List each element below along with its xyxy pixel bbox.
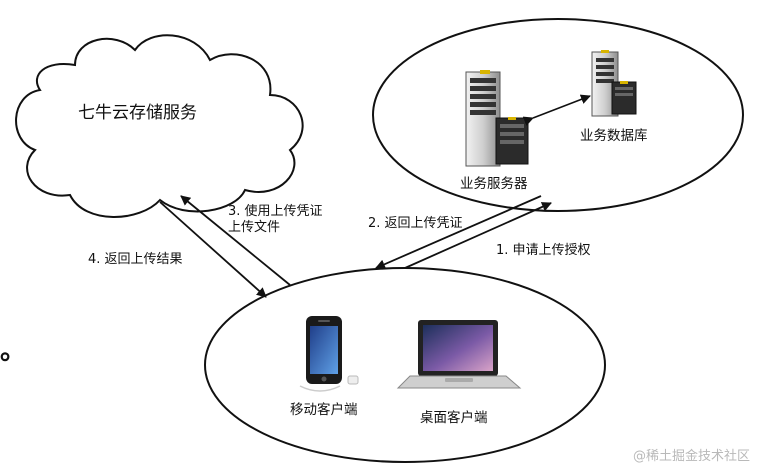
server-icon: [465, 70, 529, 167]
cloud-shape: [15, 34, 304, 218]
laptop-icon: [396, 320, 522, 389]
arrow-return-token: [375, 195, 542, 269]
server-db-link: [522, 94, 591, 126]
database-icon: [591, 50, 637, 117]
edge-label-request-auth: 1. 申请上传授权: [496, 243, 591, 258]
arrow-upload-file: [180, 195, 291, 286]
phone-icon: [299, 316, 359, 392]
watermark: @稀土掘金技术社区: [632, 449, 750, 464]
business-server-label: 业务服务器: [460, 176, 528, 192]
edge-label-return-token: 2. 返回上传凭证: [368, 216, 463, 231]
arrow-return-result: [159, 201, 267, 298]
business-db-label: 业务数据库: [580, 128, 648, 144]
desktop-client-label: 桌面客户端: [420, 410, 488, 426]
cloud-label: 七牛云存储服务: [78, 103, 197, 123]
stray-glyph: 。: [0, 336, 27, 366]
edge-label-upload-line1: 3. 使用上传凭证: [228, 204, 323, 219]
arrow-request-auth: [404, 202, 552, 269]
mobile-client-label: 移动客户端: [290, 402, 358, 418]
edge-label-upload-line2: 上传文件: [228, 220, 281, 235]
edge-label-return-result: 4. 返回上传结果: [88, 252, 183, 267]
server-group-ellipse: [372, 18, 744, 212]
